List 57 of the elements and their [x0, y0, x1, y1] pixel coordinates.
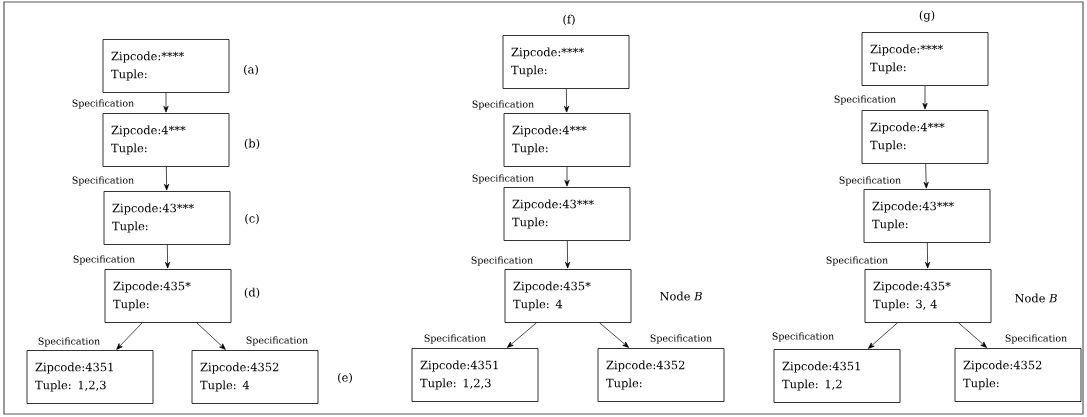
edge-label: Specification	[70, 175, 136, 187]
panel-label: (c)	[245, 213, 259, 225]
node-annotation: Node B	[660, 291, 702, 301]
node-annotation: Node B	[1015, 293, 1057, 303]
record-box: Zipcode:4351 Tuple: 1,2	[773, 349, 901, 403]
edge-label: Specification	[70, 98, 136, 110]
panel-label: (d)	[244, 287, 260, 299]
record-box: Zipcode:4*** Tuple:	[102, 113, 230, 167]
edge-label: Specification	[824, 255, 890, 267]
edge-label: Specification	[244, 335, 310, 347]
record-box: Zipcode:43*** Tuple:	[503, 187, 631, 241]
arrow	[164, 166, 170, 191]
arrow	[564, 166, 570, 187]
panel-label: (f)	[563, 14, 575, 26]
record-box: Zipcode:43*** Tuple:	[863, 189, 991, 243]
arrow	[163, 92, 169, 113]
panel-label: (a)	[244, 64, 258, 76]
edge-label: Specification	[36, 336, 102, 348]
record-box: Zipcode:435* Tuple:	[104, 269, 232, 323]
record-box: Zipcode:**** Tuple:	[502, 35, 630, 89]
edge-label: Specification	[1003, 333, 1069, 345]
arrow	[925, 242, 931, 269]
record-box: Zipcode:4352 Tuple:	[597, 348, 725, 402]
record-box: Zipcode:435* Tuple: 3, 4	[864, 269, 992, 323]
arrow	[165, 244, 171, 269]
arrow	[868, 322, 898, 349]
arrow	[565, 240, 571, 269]
arrow	[507, 322, 537, 348]
record-box: Zipcode:4*** Tuple:	[861, 110, 989, 164]
record-box: Zipcode:**** Tuple:	[861, 32, 989, 86]
edge-label: Specification	[470, 173, 536, 185]
record-box: Zipcode:4351 Tuple: 1,2,3	[411, 348, 539, 402]
edge-label: Specification	[648, 333, 714, 345]
edge-label: Specification	[470, 99, 536, 111]
record-box: Zipcode:**** Tuple:	[102, 39, 230, 93]
arrow	[564, 88, 570, 113]
panel-label: (g)	[919, 10, 935, 22]
record-box: Zipcode:4351 Tuple: 1,2,3	[26, 350, 154, 404]
arrow	[599, 322, 629, 348]
edge-label: Specification	[770, 331, 836, 343]
record-box: Zipcode:435* Tuple: 4	[504, 269, 632, 323]
edge-label: Specification	[71, 254, 137, 266]
arrow	[116, 322, 143, 350]
edge-label: Specification	[422, 333, 488, 345]
edge-label: Specification	[837, 175, 903, 187]
arrow	[922, 85, 928, 110]
record-box: Zipcode:4*** Tuple:	[503, 113, 631, 167]
arrow	[923, 163, 929, 189]
arrow	[196, 322, 226, 350]
record-box: Zipcode:4352 Tuple:	[954, 348, 1082, 402]
arrow	[958, 322, 987, 348]
panel-label: (b)	[244, 138, 260, 150]
edge-label: Specification	[469, 255, 535, 267]
record-box: Zipcode:43*** Tuple:	[103, 191, 231, 245]
edge-label: Specification	[832, 94, 898, 106]
panel-label: (e)	[338, 372, 352, 384]
record-box: Zipcode:4352 Tuple: 4	[191, 350, 319, 404]
